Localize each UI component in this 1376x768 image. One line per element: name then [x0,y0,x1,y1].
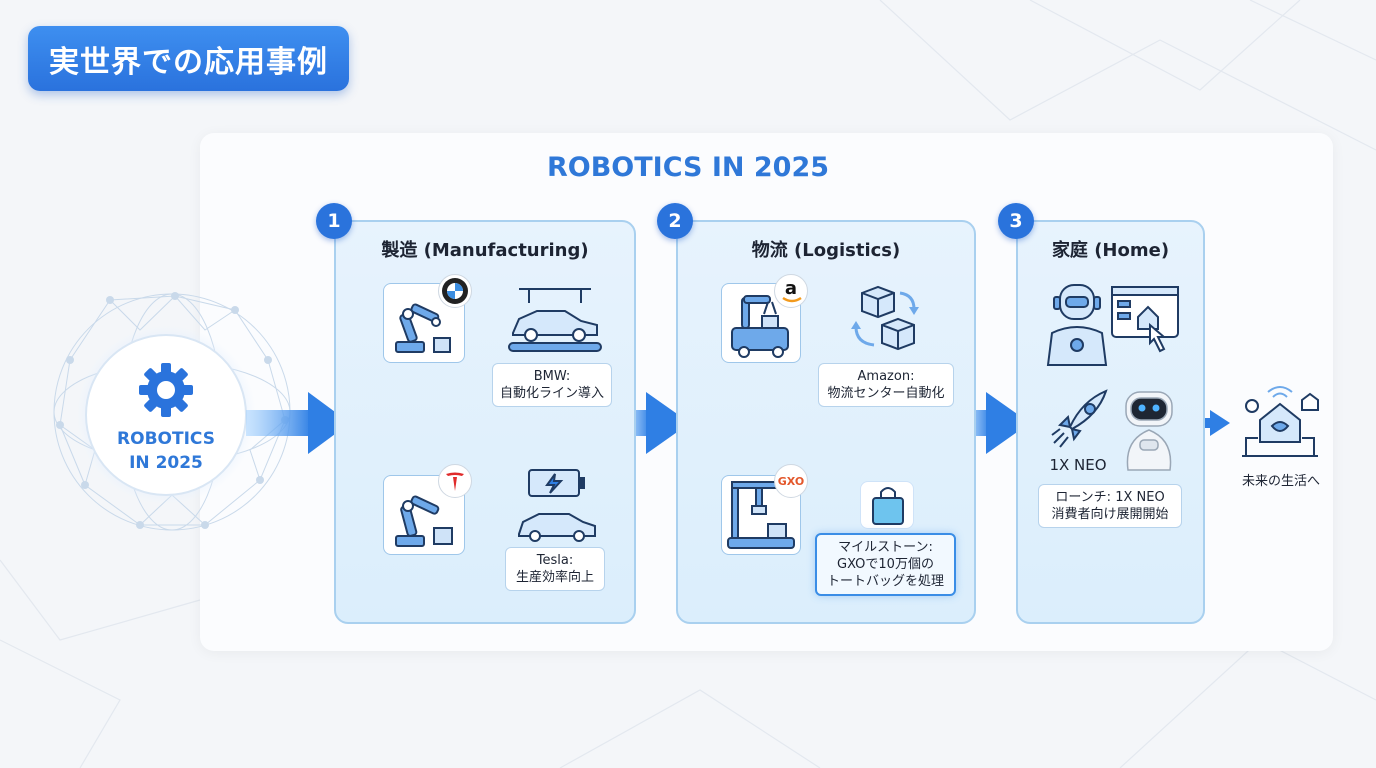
neo-product-label: 1X NEO [1049,456,1107,474]
amazon-label: Amazon: 物流センター自動化 [818,363,954,407]
bmw-logo-icon [438,274,472,308]
shopping-bag-icon [872,487,904,525]
robot-arm-icon [395,495,453,547]
amazon-logo-icon: a [774,274,808,308]
car-assembly-icon [508,288,602,352]
section-title: 家庭 (Home) [1051,240,1170,261]
amazon-logo-text: a [784,277,798,299]
neo-launch-line-1: ローンチ: 1X NEO [1055,490,1165,505]
section-title: 物流 (Logistics) [751,240,901,261]
tesla-label-line-1: Tesla: [536,553,574,568]
smart-home-screen-icon [1111,286,1179,353]
neo-launch-label: ローンチ: 1X NEO 消費者向け展開開始 [1038,484,1182,528]
future-life-label: 未来の生活へ [1241,474,1320,489]
tote-bag-box [860,481,914,529]
slide-title: 実世界での応用事例 [28,26,349,91]
future-home-icon [1242,386,1319,457]
gear-icon [139,363,193,417]
amazon-label-line-2: 物流センター自動化 [827,386,945,401]
gxo-milestone-label: マイルストーン: GXOで10万個の トートバッグを処理 [815,533,956,596]
hub-line-1: ROBOTICS [117,429,215,449]
tesla-label: Tesla: 生産効率向上 [505,547,605,591]
gxo-label-line-2: GXOで10万個の [837,557,934,572]
bmw-label-line-1: BMW: [533,369,571,384]
main-heading: ROBOTICS IN 2025 [546,152,830,183]
tesla-label-line-2: 生産効率向上 [515,570,594,585]
bmw-label-line-2: 自動化ライン導入 [499,386,604,401]
bmw-label: BMW: 自動化ライン導入 [492,363,612,407]
gxo-label-line-3: トートバッグを処理 [826,574,944,589]
hub-line-2: IN 2025 [129,453,203,473]
section-number-badge: 1 [316,203,352,239]
gxo-logo-icon: GXO [774,464,808,498]
boxes-cycle-icon [851,285,919,351]
battery-car-icon [518,469,596,542]
neo-launch-line-2: 消費者向け展開開始 [1051,507,1169,522]
section-number-badge: 3 [998,203,1034,239]
mobile-robot-icon [731,295,789,358]
hub-label: ROBOTICS IN 2025 [96,427,236,475]
section-number-badge: 2 [657,203,693,239]
section-title: 製造 (Manufacturing) [381,240,589,261]
gxo-logo-text: GXO [777,474,805,488]
rocket-icon [1051,389,1108,448]
amazon-label-line-1: Amazon: [857,369,915,384]
neo-robot-icon [1125,391,1173,471]
gxo-label-line-1: マイルストーン: [838,540,933,555]
tesla-logo-icon [438,464,472,498]
humanoid-robot-icon [1046,284,1108,366]
warehouse-robot-icon [727,481,795,549]
robot-arm-icon [395,303,451,353]
